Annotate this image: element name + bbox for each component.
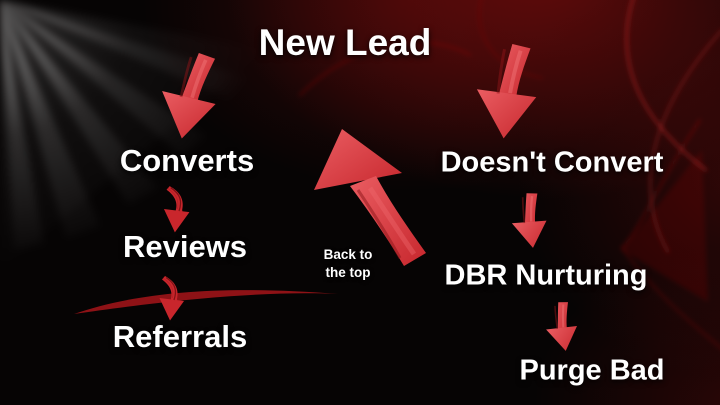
arrow-dbr-to-purge-bad-icon [546, 302, 577, 351]
arrow-back-to-top-icon [314, 129, 426, 266]
node-referrals: Referrals [112, 319, 248, 354]
node-reviews: Reviews [122, 229, 248, 264]
node-purge-bad: Purge Bad [519, 354, 665, 387]
node-doesnt-convert: Doesn't Convert [440, 146, 664, 179]
arrow-doesnt-convert-to-dbr-icon [511, 193, 547, 248]
arrow-converts-to-reviews-icon [163, 186, 190, 233]
node-converts: Converts [119, 143, 255, 178]
arrow-new-lead-to-doesnt-convert-icon [476, 43, 537, 139]
node-dbr-nurturing: DBR Nurturing [444, 259, 648, 292]
arrow-reviews-to-referrals-icon [159, 276, 184, 321]
arrow-new-lead-to-converts-icon [162, 52, 216, 139]
swoosh-underline [74, 290, 338, 314]
back-to-top-line1: Back to [323, 246, 373, 262]
back-to-top-label: Back to the top [324, 246, 373, 282]
back-to-top-line2: the top [325, 265, 371, 280]
node-new-lead: New Lead [258, 22, 432, 63]
